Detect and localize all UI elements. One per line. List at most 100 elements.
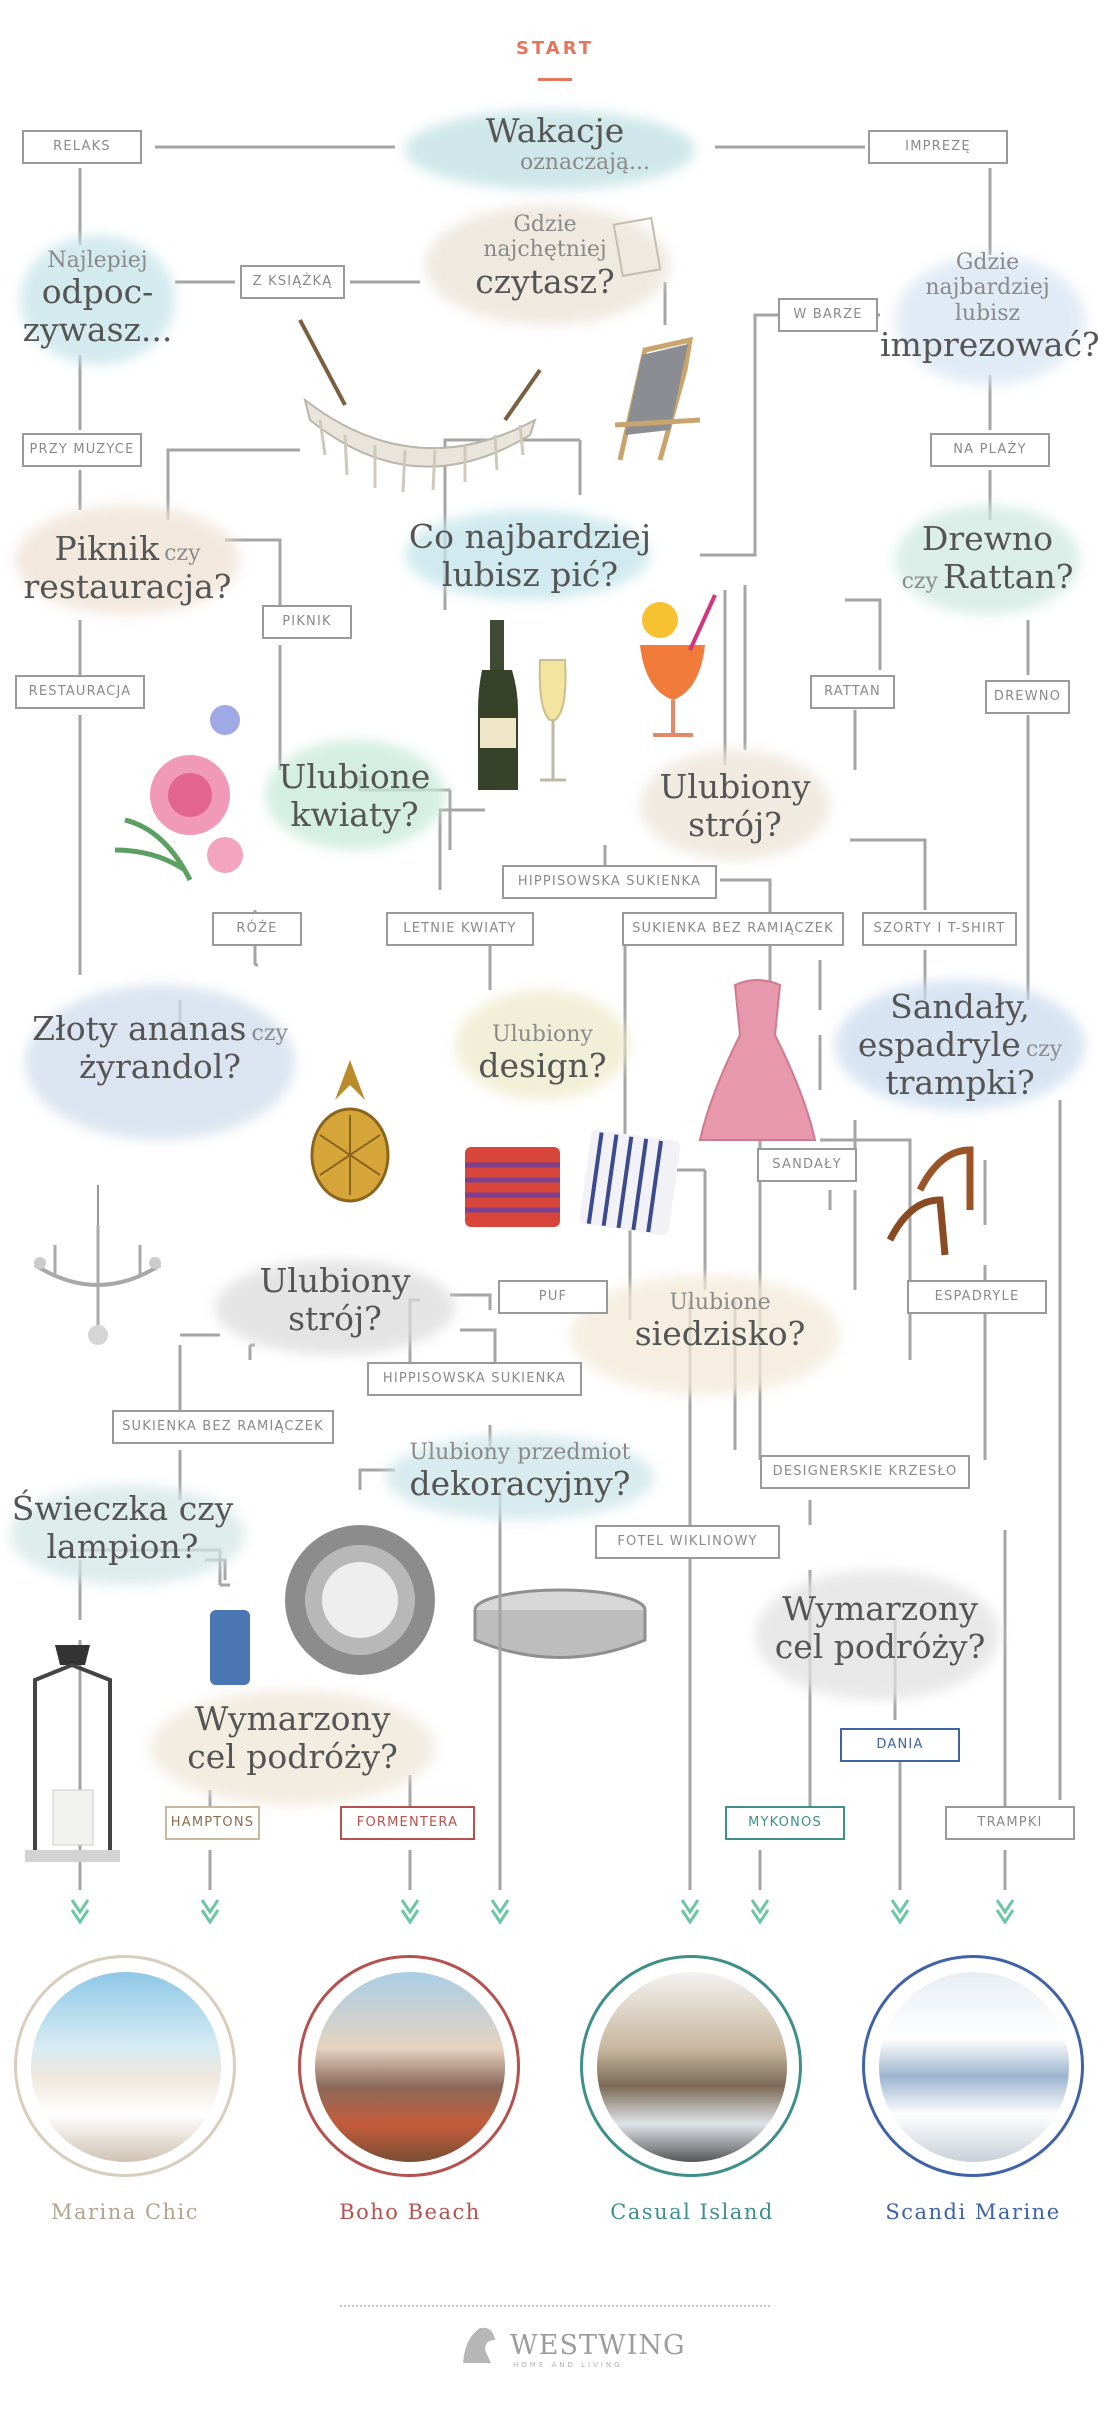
style-name-marina-chic: Marina Chic (50, 2200, 200, 2224)
result-scandi-marine[interactable] (862, 1955, 1084, 2177)
question-cel2: Wymarzony cel podróży? (755, 1590, 1005, 1666)
question-imprezowac-line1: Gdzie (955, 250, 1020, 275)
answer-sandaly[interactable]: SANDAŁY (757, 1148, 857, 1182)
result-casual-island[interactable] (580, 1955, 802, 2177)
answer-z-ksiazka[interactable]: Z KSIĄŻKĄ (240, 265, 345, 299)
answer-przy-muzyce[interactable]: PRZY MUZYCE (22, 433, 142, 467)
answer-bez-ramiaczek-2[interactable]: SUKIENKA BEZ RAMIĄCZEK (112, 1410, 334, 1444)
start-label: START (515, 38, 595, 59)
answer-bez-ramiaczek-1[interactable]: SUKIENKA BEZ RAMIĄCZEK (622, 912, 844, 946)
blob-dekoracyjny (385, 1435, 655, 1520)
question-cel1: Wymarzony cel podróży? (150, 1700, 435, 1776)
result-arrows (70, 1899, 1015, 1925)
question-dekoracyjny: Ulubiony przedmiot dekoracyjny? (385, 1440, 655, 1503)
question-cel2-line2: cel podróży? (774, 1626, 986, 1666)
question-drewno: Drewno czy Rattan? (890, 520, 1085, 596)
question-odpoczywasz-line2: odpoc- (41, 272, 154, 312)
answer-na-plazy[interactable]: NA PLAŻY (930, 433, 1050, 467)
scandi-marine-photo (879, 1972, 1069, 2162)
answer-espadryle[interactable]: ESPADRYLE (907, 1280, 1047, 1314)
question-cel1-line2: cel podróży? (187, 1736, 398, 1776)
question-stroj1-line2: strój? (688, 804, 782, 844)
question-stroj2: Ulubiony strój? (225, 1262, 445, 1338)
question-siedzisko: Ulubione siedzisko? (600, 1290, 840, 1353)
question-wakacje-line2: oznaczają... (519, 149, 651, 175)
question-odpoczywasz-line1: Najlepiej (47, 248, 148, 273)
style-name-casual-island: Casual Island (610, 2200, 774, 2224)
answer-w-barze[interactable]: W BARZE (778, 298, 878, 332)
answer-designerskie[interactable]: DESIGNERSKIE KRZESŁO (760, 1455, 970, 1489)
answer-hippisowska-1[interactable]: HIPPISOWSKA SUKIENKA (502, 865, 717, 899)
gold-pineapple-illustration (310, 1060, 390, 1203)
answer-dania[interactable]: DANIA (840, 1728, 960, 1762)
question-wakacje-line1: Wakacje (485, 111, 625, 150)
blob-odpoczywasz (20, 235, 175, 365)
lantern-illustration (25, 1645, 120, 1862)
question-imprezowac: Gdzie najbardziej lubisz imprezować? (880, 250, 1100, 364)
casual-island-photo (597, 1972, 787, 2162)
question-cel1-line1: Wymarzony (194, 1699, 391, 1738)
sandals-illustration (886, 1146, 974, 1256)
result-marina-chic[interactable] (14, 1955, 236, 2177)
marina-chic-photo (31, 1972, 221, 2162)
question-stroj2-line1: Ulubiony (259, 1261, 411, 1300)
question-sandaly-line1: Sandały, (890, 987, 1030, 1026)
blob-cel1 (150, 1690, 435, 1805)
blob-imprezowac (895, 255, 1085, 385)
question-swieczka: Świeczka czy lampion? (0, 1490, 245, 1566)
question-kwiaty: Ulubione kwiaty? (262, 758, 447, 834)
question-odpoczywasz: Najlepiej odpoc- zywasz... (15, 248, 180, 349)
answer-hamptons[interactable]: HAMPTONS (165, 1806, 260, 1840)
question-sandaly: Sandały, espadryle czy trampki? (825, 988, 1095, 1102)
blob-stroj1 (640, 750, 830, 860)
metal-tray-illustration (473, 1588, 647, 1659)
question-pic: Co najbardziej lubisz pić? (400, 518, 660, 594)
question-sandaly-czy: czy (1025, 1036, 1063, 1062)
answer-drewno[interactable]: DREWNO (985, 680, 1070, 714)
answer-restauracja[interactable]: RESTAURACJA (15, 675, 145, 709)
question-pic-line2: lubisz pić? (441, 554, 619, 594)
blob-wakacje (405, 110, 695, 190)
beach-chair-illustration (614, 336, 701, 461)
question-swieczka-line2: lampion? (46, 1526, 199, 1566)
footer-divider (340, 2305, 770, 2307)
question-drewno-line2: Rattan? (943, 556, 1074, 596)
answer-rattan[interactable]: RATTAN (810, 675, 895, 709)
answer-piknik[interactable]: PIKNIK (262, 605, 352, 639)
start-underline (538, 78, 572, 81)
blob-ananas (25, 985, 295, 1140)
sun-mirror-illustration (285, 1525, 435, 1675)
answer-fotel[interactable]: FOTEL WIKLINOWY (595, 1525, 780, 1559)
champagne-illustration (478, 620, 567, 790)
pink-dress-illustration (698, 979, 817, 1141)
blob-stroj2 (215, 1260, 455, 1355)
blob-swieczka (10, 1485, 245, 1585)
chandelier-illustration (33, 1185, 162, 1345)
hammock-illustration (298, 319, 542, 493)
westwing-logo-subtitle: HOME AND LIVING (513, 2361, 623, 2369)
answer-hippisowska-2[interactable]: HIPPISOWSKA SUKIENKA (367, 1362, 582, 1396)
question-odpoczywasz-line3: zywasz... (22, 310, 173, 350)
question-stroj2-line2: strój? (288, 1298, 382, 1338)
cocktail-illustration (640, 594, 717, 737)
question-dekoracyjny-line1: Ulubiony przedmiot (409, 1440, 631, 1465)
answer-szorty[interactable]: SZORTY I T-SHIRT (862, 912, 1017, 946)
book-icon (612, 216, 662, 278)
answer-trampki[interactable]: TRAMPKI (945, 1806, 1075, 1840)
question-kwiaty-line1: Ulubione (278, 757, 431, 796)
answer-relaks[interactable]: RELAKS (22, 130, 142, 164)
westwing-logo: WESTWING (510, 2330, 686, 2361)
question-piknik-line1: Piknik (54, 529, 160, 568)
answer-mykonos[interactable]: MYKONOS (725, 1806, 845, 1840)
answer-formentera[interactable]: FORMENTERA (340, 1806, 475, 1840)
answer-puf[interactable]: PUF (498, 1280, 608, 1314)
answer-impreze[interactable]: IMPREZĘ (868, 130, 1008, 164)
question-czytasz: Gdzie najchętniej czytasz? (430, 212, 660, 301)
result-connectors (498, 1580, 692, 1890)
result-boho-beach[interactable] (298, 1955, 520, 2177)
answer-letnie-kwiaty[interactable]: LETNIE KWIATY (386, 912, 534, 946)
answer-roze[interactable]: RÓŻE (212, 912, 302, 946)
question-czytasz-line3: czytasz? (475, 261, 615, 301)
question-stroj1-line1: Ulubiony (659, 767, 811, 806)
question-kwiaty-line2: kwiaty? (290, 794, 419, 834)
